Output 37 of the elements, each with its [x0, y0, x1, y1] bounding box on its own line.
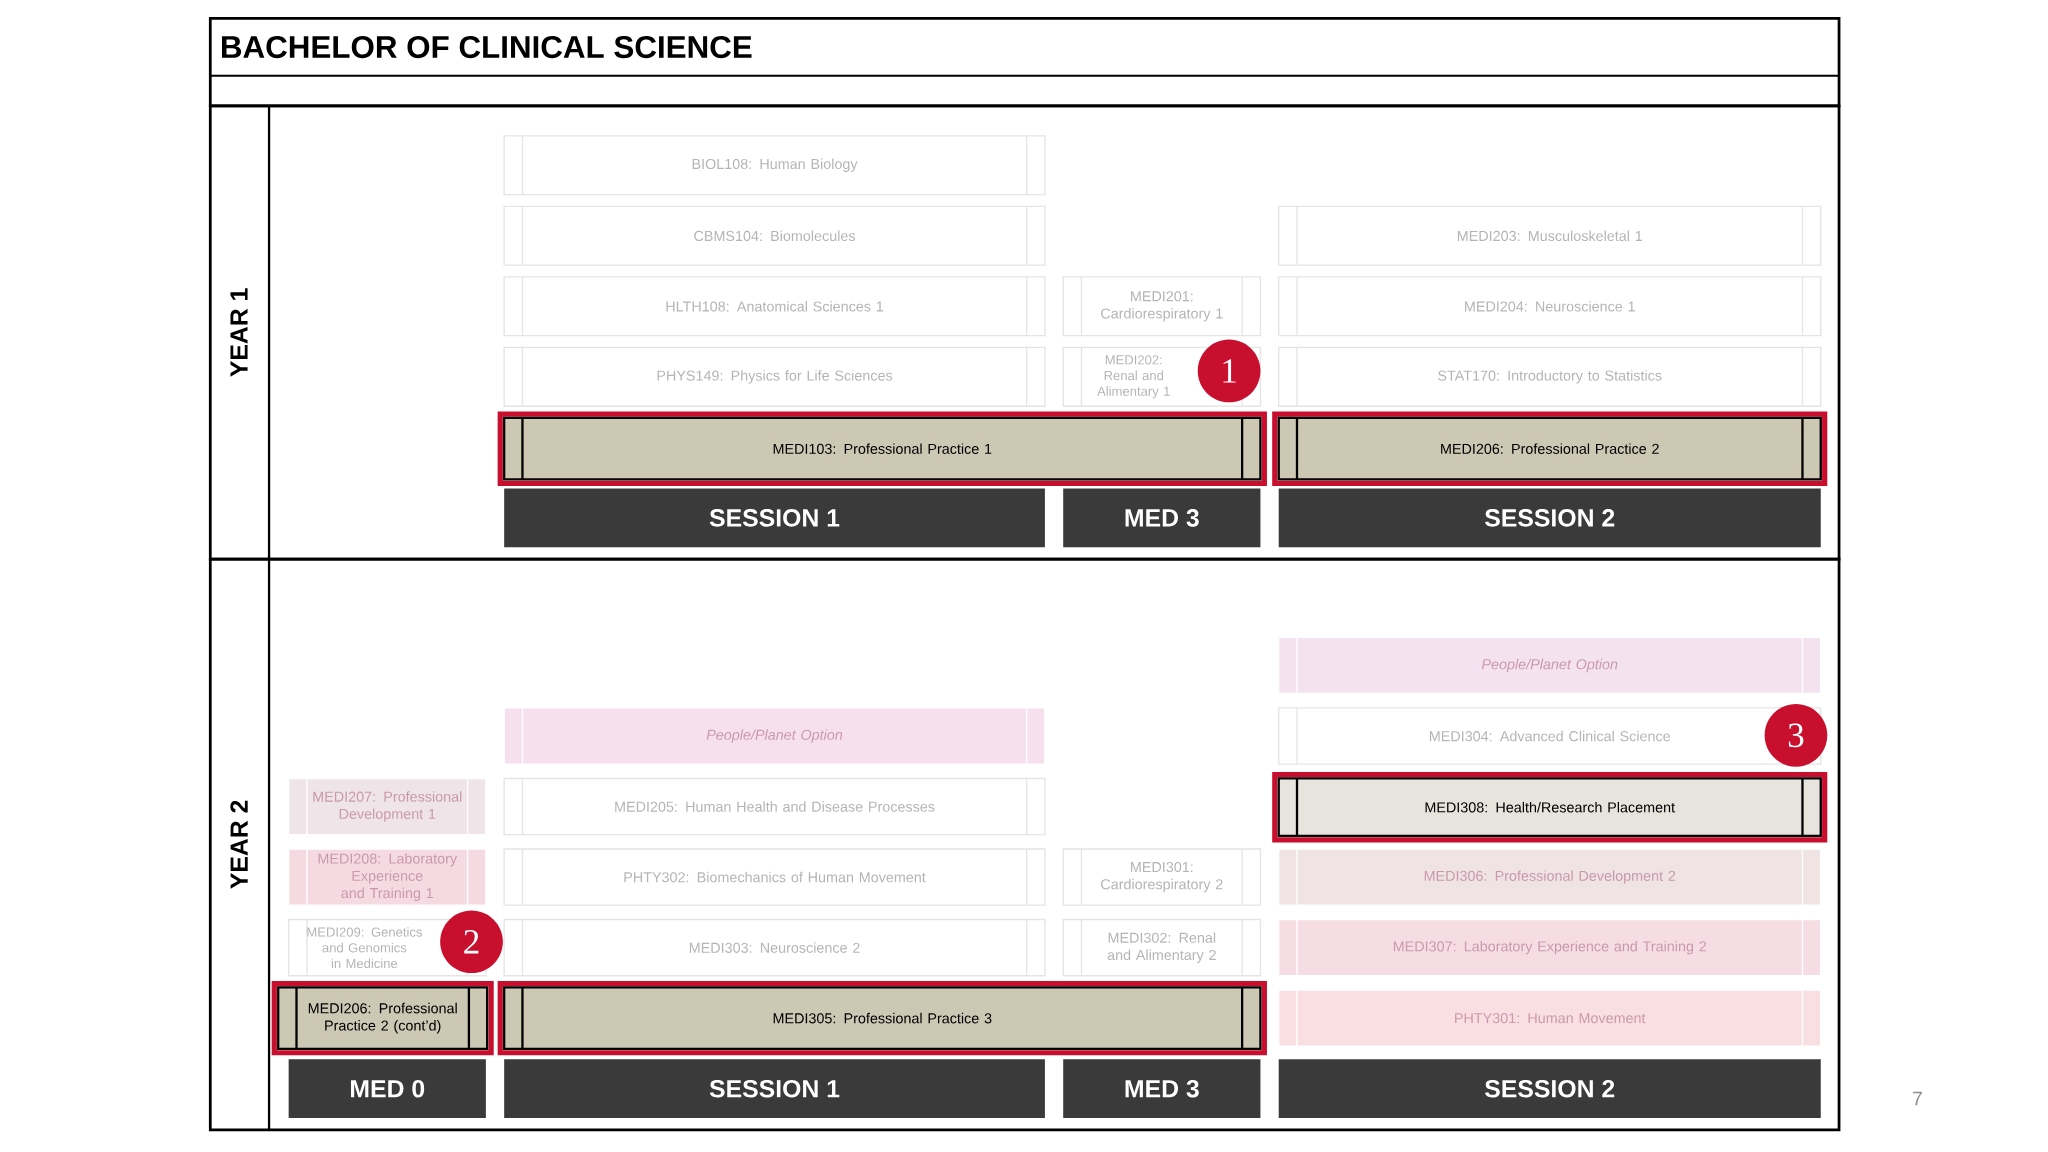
highlighted-course-box: MEDI206: Professional Practice 2	[1272, 411, 1828, 486]
session-bar: SESSION 2	[1278, 488, 1821, 548]
session-bar: MED 3	[1063, 1059, 1261, 1119]
course-box: BIOL108: Human Biology	[503, 135, 1046, 196]
highlighted-course-box: MEDI206: Professional Practice 2 (cont’d)	[271, 980, 494, 1056]
course-box: MEDI205: Human Health and Disease Processes	[503, 777, 1046, 836]
course-box: HLTH108: Anatomical Sciences 1	[503, 276, 1046, 337]
page-number: 7	[1912, 1091, 1922, 1106]
highlighted-course-box: MEDI305: Professional Practice 3	[497, 980, 1267, 1056]
session-bar: MED 3	[1063, 488, 1261, 548]
course-box: PHTY302: Biomechanics of Human Movement	[503, 848, 1046, 906]
option-box: People/Planet Option	[503, 707, 1046, 765]
course-box: MEDI302: Renal and Alimentary 2	[1062, 918, 1262, 977]
course-box: MEDI307: Laboratory Experience and Training 2	[1278, 918, 1822, 977]
session-bar: SESSION 1	[504, 1059, 1045, 1119]
course-box: STAT170: Introductory to Statistics	[1278, 346, 1822, 407]
course-box: PHTY301: Human Movement	[1278, 989, 1822, 1047]
session-bar: SESSION 2	[1278, 1059, 1821, 1119]
callout-number: 2	[440, 910, 503, 974]
highlighted-course-box: MEDI308: Health/Research Placement	[1272, 771, 1828, 843]
session-bar: SESSION 1	[504, 488, 1045, 548]
session-bar: MED 0	[288, 1059, 486, 1119]
course-box: MEDI207: Professional Development 1	[287, 777, 487, 836]
course-box: MEDI208: Laboratory Experience and Training 1	[287, 848, 487, 906]
option-box: People/Planet Option	[1278, 636, 1822, 695]
callout-number: 1	[1197, 339, 1261, 403]
course-box: MEDI204: Neuroscience 1	[1278, 276, 1822, 337]
course-box: MEDI306: Professional Development 2	[1278, 848, 1822, 906]
title-bar: BACHELOR OF CLINICAL SCIENCE	[208, 16, 1841, 108]
course-box: PHYS149: Physics for Life Sciences	[503, 346, 1046, 407]
highlighted-course-box: MEDI103: Professional Practice 1	[497, 411, 1267, 486]
course-box: MEDI203: Musculoskeletal 1	[1278, 205, 1822, 266]
course-box: CBMS104: Biomolecules	[503, 205, 1046, 266]
course-box: MEDI201: Cardiorespiratory 1	[1062, 276, 1262, 337]
course-box: MEDI301: Cardiorespiratory 2	[1062, 848, 1262, 906]
course-box: MEDI303: Neuroscience 2	[503, 918, 1046, 977]
callout-number: 3	[1764, 704, 1828, 767]
